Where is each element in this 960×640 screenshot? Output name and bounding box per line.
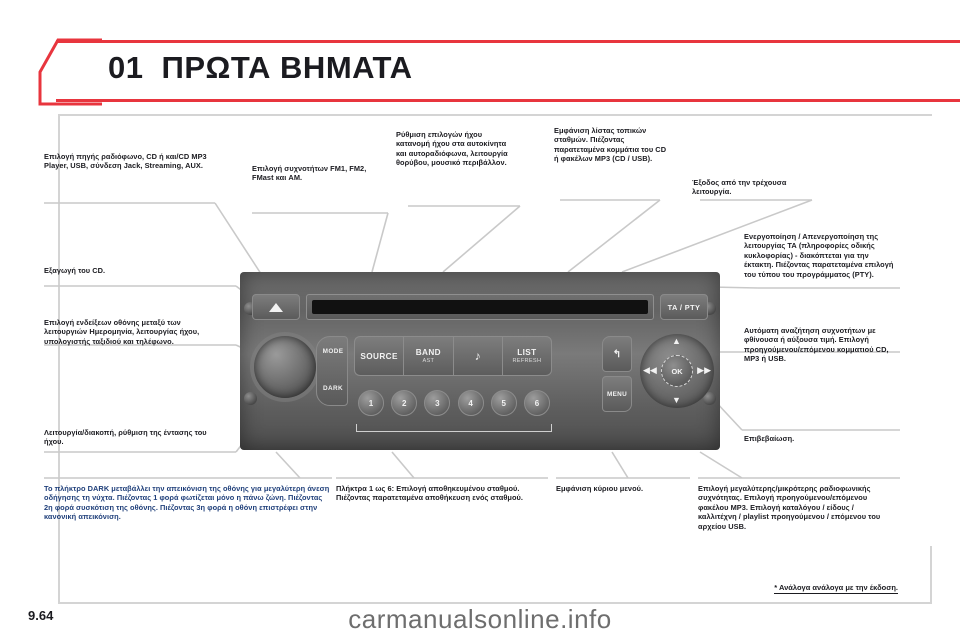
callout-band-select: Επιλογή συχνοτήτων FM1, FM2, FMast και A… [252, 164, 372, 183]
callout-main-menu-text: Εμφάνιση κύριου μενού. [556, 484, 644, 493]
callout-validate: Επιβεβαίωση. [744, 434, 898, 443]
audio-settings-button[interactable]: ♪ [452, 336, 502, 376]
band-button-sublabel: AST [422, 358, 435, 364]
function-button-row: SOURCE BAND AST ♪ LIST REFRESH [354, 336, 552, 376]
preset-group-brace [356, 424, 552, 432]
arrow-up-icon[interactable]: ▲ [672, 336, 681, 346]
callout-volume: Λειτουργία/διακοπή, ρύθμιση της έντασης … [44, 428, 222, 447]
dark-label: DARK [322, 385, 344, 392]
chapter-title: ΠΡΩΤΑ ΒΗΜΑΤΑ [161, 50, 413, 85]
callout-volume-text: Λειτουργία/διακοπή, ρύθμιση της έντασης … [44, 428, 207, 447]
volume-knob[interactable] [254, 336, 316, 398]
callout-validate-text: Επιβεβαίωση. [744, 434, 795, 443]
content-frame [58, 114, 932, 604]
frame-right-gap [929, 116, 932, 546]
list-button-label: LIST [517, 348, 537, 357]
callout-traffic-info-text: Ενεργοποίηση / Απενεργοποίηση της λειτου… [744, 232, 894, 279]
callout-seek-tune: Αυτόματη αναζήτηση συχνοτήτων με φθίνουσ… [744, 326, 898, 364]
callout-dark-button-text: Το πλήκτρο DARK μεταβάλλει την απεικόνισ… [44, 484, 330, 522]
callout-main-menu: Εμφάνιση κύριου μενού. [556, 484, 682, 493]
screw-icon [703, 392, 716, 405]
preset-button-5[interactable]: 5 [490, 390, 517, 416]
footnote: * Ανάλογα ανάλογα με την έκδοση. [774, 583, 898, 594]
navigation-dpad[interactable]: ▲ ▼ ◀◀ ▶▶ OK [640, 334, 714, 408]
cd-slot-row: TA / PTY [252, 294, 708, 320]
callout-exit-mode-text: Έξοδος από την τρέχουσα λειτουργία. [692, 178, 787, 197]
preset-button-1[interactable]: 1 [358, 390, 384, 416]
preset-button-3[interactable]: 3 [424, 390, 451, 416]
callout-updown-nav: Επιλογή μεγαλύτερης/μικρότερης ραδιοφωνι… [698, 484, 894, 531]
eject-button[interactable] [252, 294, 300, 320]
callout-dark-button: Το πλήκτρο DARK μεταβάλλει την απεικόνισ… [44, 484, 330, 522]
callout-exit-mode: Έξοδος από την τρέχουσα λειτουργία. [692, 178, 806, 197]
list-button[interactable]: LIST REFRESH [501, 336, 552, 376]
callout-presets-text: Πλήκτρα 1 ως 6: Επιλογή αποθηκευμένου στ… [336, 484, 524, 503]
preset-button-row: 1 2 3 4 5 6 [358, 390, 550, 416]
preset-button-2[interactable]: 2 [391, 390, 418, 416]
header-red-band [56, 40, 960, 102]
mode-dark-button[interactable]: MODE DARK [316, 336, 348, 406]
eject-icon [269, 302, 283, 312]
callout-band-select-text: Επιλογή συχνοτήτων FM1, FM2, FMast και A… [252, 164, 367, 183]
callout-audio-settings-text: Ρύθμιση επιλογών ήχου κατανομή ήχου στα … [396, 130, 508, 168]
list-button-sublabel: REFRESH [512, 358, 542, 364]
band-button[interactable]: BAND AST [403, 336, 453, 376]
callout-display-select: Επιλογή ενδείξεων οθόνης μεταξύ των λειτ… [44, 318, 222, 346]
callout-source-select-text: Επιλογή πηγής ραδιόφωνο, CD ή και/CD MP3… [44, 152, 207, 171]
callout-presets: Πλήκτρα 1 ως 6: Επιλογή αποθηκευμένου στ… [336, 484, 546, 503]
header-diagonal-accent [38, 38, 102, 106]
page-number: 9.64 [28, 608, 54, 623]
arrow-down-icon[interactable]: ▼ [672, 395, 681, 405]
menu-button[interactable]: MENU [602, 376, 632, 412]
back-button[interactable]: ↰ [602, 336, 632, 372]
screw-icon [244, 392, 257, 405]
callout-display-select-text: Επιλογή ενδείξεων οθόνης μεταξύ των λειτ… [44, 318, 200, 346]
mode-label: MODE [322, 348, 344, 355]
source-button-label: SOURCE [360, 351, 398, 361]
callout-list-display: Εμφάνιση λίστας τοπικών σταθμών. Πιέζοντ… [554, 126, 672, 164]
chapter-number: 01 [108, 50, 144, 85]
tapty-button[interactable]: TA / PTY [660, 294, 708, 320]
car-radio-unit: TA / PTY MODE DARK SOURCE BAND AST ♪ LIS… [240, 272, 720, 450]
watermark: carmanualsonline.info [348, 604, 612, 634]
preset-button-6[interactable]: 6 [523, 390, 550, 416]
callout-list-display-text: Εμφάνιση λίστας τοπικών σταθμών. Πιέζοντ… [554, 126, 667, 164]
callout-eject-cd-text: Εξαγωγή του CD. [44, 266, 106, 275]
band-button-label: BAND [415, 348, 441, 357]
cd-slot-opening [312, 300, 648, 314]
music-note-icon: ♪ [474, 349, 481, 363]
preset-button-4[interactable]: 4 [457, 390, 484, 416]
menu-button-label: MENU [606, 390, 628, 398]
ok-button[interactable]: OK [661, 355, 693, 387]
arrow-left-icon[interactable]: ◀◀ [643, 365, 657, 375]
back-arrow-icon: ↰ [612, 348, 622, 360]
callout-source-select: Επιλογή πηγής ραδιόφωνο, CD ή και/CD MP3… [44, 152, 222, 171]
callout-seek-tune-text: Αυτόματη αναζήτηση συχνοτήτων με φθίνουσ… [744, 326, 889, 364]
arrow-right-icon[interactable]: ▶▶ [697, 365, 711, 375]
callout-updown-nav-text: Επιλογή μεγαλύτερης/μικρότερης ραδιοφωνι… [698, 484, 881, 531]
page-title: 01 ΠΡΩΤΑ ΒΗΜΑΤΑ [108, 50, 412, 86]
callout-audio-settings: Ρύθμιση επιλογών ήχου κατανομή ήχου στα … [396, 130, 514, 168]
callout-traffic-info: Ενεργοποίηση / Απενεργοποίηση της λειτου… [744, 232, 898, 279]
cd-slot[interactable] [306, 294, 654, 320]
callout-eject-cd: Εξαγωγή του CD. [44, 266, 222, 275]
source-button[interactable]: SOURCE [354, 336, 404, 376]
